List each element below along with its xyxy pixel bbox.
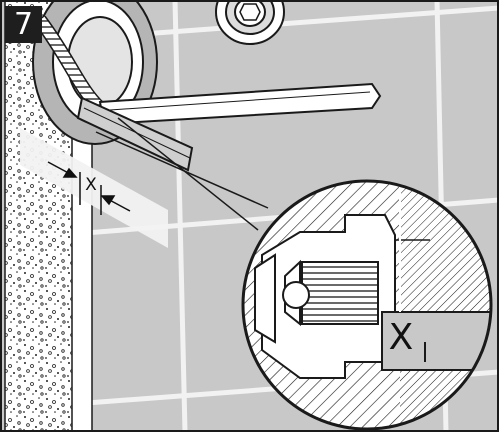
leader-line-lower — [117, 117, 259, 231]
dimension-arrows — [47, 161, 131, 215]
detail-magnifier — [241, 179, 493, 431]
valve-nut — [215, 0, 285, 45]
dimension-guide-strip — [20, 128, 168, 248]
step-number-badge: 7 — [5, 6, 42, 43]
dimension-x-label: X — [85, 175, 97, 195]
detail-dimension-x-label: X — [388, 317, 414, 358]
flat-ruler — [76, 96, 194, 172]
